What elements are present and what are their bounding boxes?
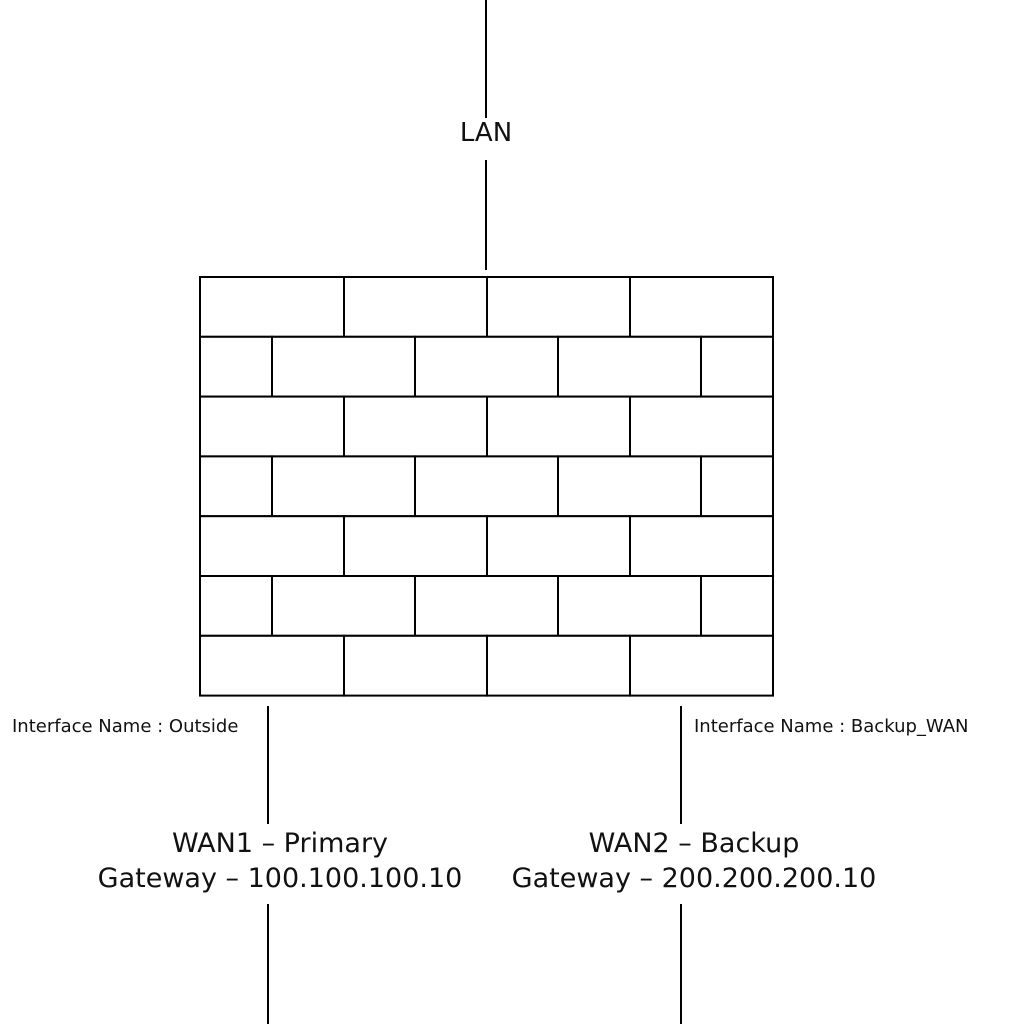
firewall-brick	[486, 515, 631, 578]
firewall-brick	[343, 276, 488, 338]
wan2-info: WAN2 – Backup Gateway – 200.200.200.10	[504, 826, 884, 896]
firewall-brick	[199, 395, 345, 458]
firewall-brick	[343, 515, 488, 578]
wan1-info: WAN1 – Primary Gateway – 100.100.100.10	[90, 826, 470, 896]
firewall-brick	[700, 335, 774, 398]
wan2-gateway: Gateway – 200.200.200.10	[511, 863, 877, 894]
firewall-brick	[700, 575, 774, 637]
firewall-brick	[486, 395, 631, 458]
wan2-title: WAN2 – Backup	[588, 828, 800, 859]
firewall-brick	[629, 634, 774, 697]
firewall-brick	[343, 634, 488, 697]
firewall-brick	[557, 335, 702, 398]
firewall-brick	[486, 276, 631, 338]
firewall-brick	[199, 455, 273, 518]
lan-label: LAN	[459, 118, 513, 148]
wan1-gateway: Gateway – 100.100.100.10	[97, 863, 463, 894]
firewall-brick	[700, 455, 774, 518]
interface-outside-label: Interface Name : Outside	[12, 716, 239, 737]
firewall-brick	[414, 455, 559, 518]
firewall-brick	[414, 335, 559, 398]
firewall-brick	[414, 575, 559, 637]
firewall-brick	[199, 634, 345, 697]
firewall-brick	[199, 515, 345, 578]
firewall-brick	[557, 455, 702, 518]
firewall-brick	[486, 634, 631, 697]
firewall-brick	[199, 335, 273, 398]
firewall-brick	[199, 276, 345, 338]
firewall-brick	[629, 515, 774, 578]
firewall-brick	[271, 335, 416, 398]
wan1-title: WAN1 – Primary	[171, 828, 389, 859]
firewall-brick	[343, 395, 488, 458]
firewall-icon	[199, 276, 774, 697]
firewall-brick	[629, 395, 774, 458]
firewall-brick	[557, 575, 702, 637]
interface-backup-wan-label: Interface Name : Backup_WAN	[694, 716, 969, 737]
firewall-brick	[629, 276, 774, 338]
firewall-brick	[199, 575, 273, 637]
firewall-brick	[271, 575, 416, 637]
firewall-brick	[271, 455, 416, 518]
